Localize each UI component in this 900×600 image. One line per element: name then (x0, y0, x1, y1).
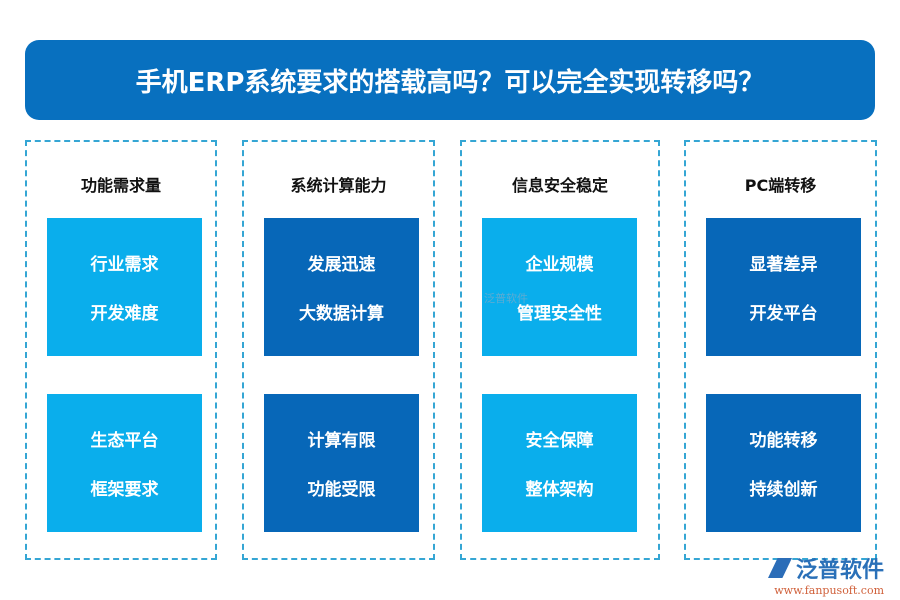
column-system-computing: 系统计算能力 发展迅速 大数据计算 计算有限 功能受限 (242, 140, 435, 560)
card: 发展迅速 大数据计算 (264, 218, 419, 356)
column-title: PC端转移 (744, 176, 817, 195)
column-title: 信息安全稳定 (511, 176, 608, 195)
card: 安全保障 整体架构 (482, 394, 637, 532)
card-line: 功能转移 (749, 431, 818, 451)
card-line: 显著差异 (749, 255, 818, 275)
card: 显著差异 开发平台 (706, 218, 861, 356)
column-pc-transfer: PC端转移 显著差异 开发平台 功能转移 持续创新 (684, 140, 877, 560)
card-line: 计算有限 (307, 431, 376, 451)
logo-url: www.fanpusoft.com (774, 584, 885, 597)
card: 行业需求 开发难度 (47, 218, 202, 356)
card: 生态平台 框架要求 (47, 394, 202, 532)
watermark-center: 泛普软件 (484, 292, 528, 305)
card-line: 安全保障 (525, 431, 594, 451)
column-info-security: 信息安全稳定 企业规模 管理安全性 安全保障 整体架构 (460, 140, 660, 560)
logo-text: 泛普软件 (796, 558, 885, 583)
card-line: 企业规模 (525, 255, 594, 275)
card-line: 开发难度 (90, 304, 159, 324)
card-line: 发展迅速 (307, 255, 376, 275)
brand-logo: 泛普软件 www.fanpusoft.com (768, 552, 884, 597)
card-line: 行业需求 (90, 255, 159, 275)
card-line: 整体架构 (525, 480, 594, 500)
card-line: 持续创新 (749, 480, 818, 500)
card: 功能转移 持续创新 (706, 394, 861, 532)
card-line: 管理安全性 (517, 304, 602, 324)
card-line: 开发平台 (749, 304, 818, 324)
card-line: 生态平台 (90, 431, 159, 451)
card-line: 框架要求 (90, 480, 159, 500)
logo-icon (768, 558, 792, 578)
card: 计算有限 功能受限 (264, 394, 419, 532)
card: 企业规模 管理安全性 (482, 218, 637, 356)
column-title: 系统计算能力 (290, 176, 387, 195)
card-line: 大数据计算 (299, 304, 384, 324)
column-function-demand: 功能需求量 行业需求 开发难度 生态平台 框架要求 (25, 140, 217, 560)
column-title: 功能需求量 (80, 176, 161, 195)
card-line: 功能受限 (307, 480, 376, 500)
title-banner: 手机ERP系统要求的搭载高吗？可以完全实现转移吗？ (25, 40, 875, 120)
page-title: 手机ERP系统要求的搭载高吗？可以完全实现转移吗？ (135, 67, 765, 98)
